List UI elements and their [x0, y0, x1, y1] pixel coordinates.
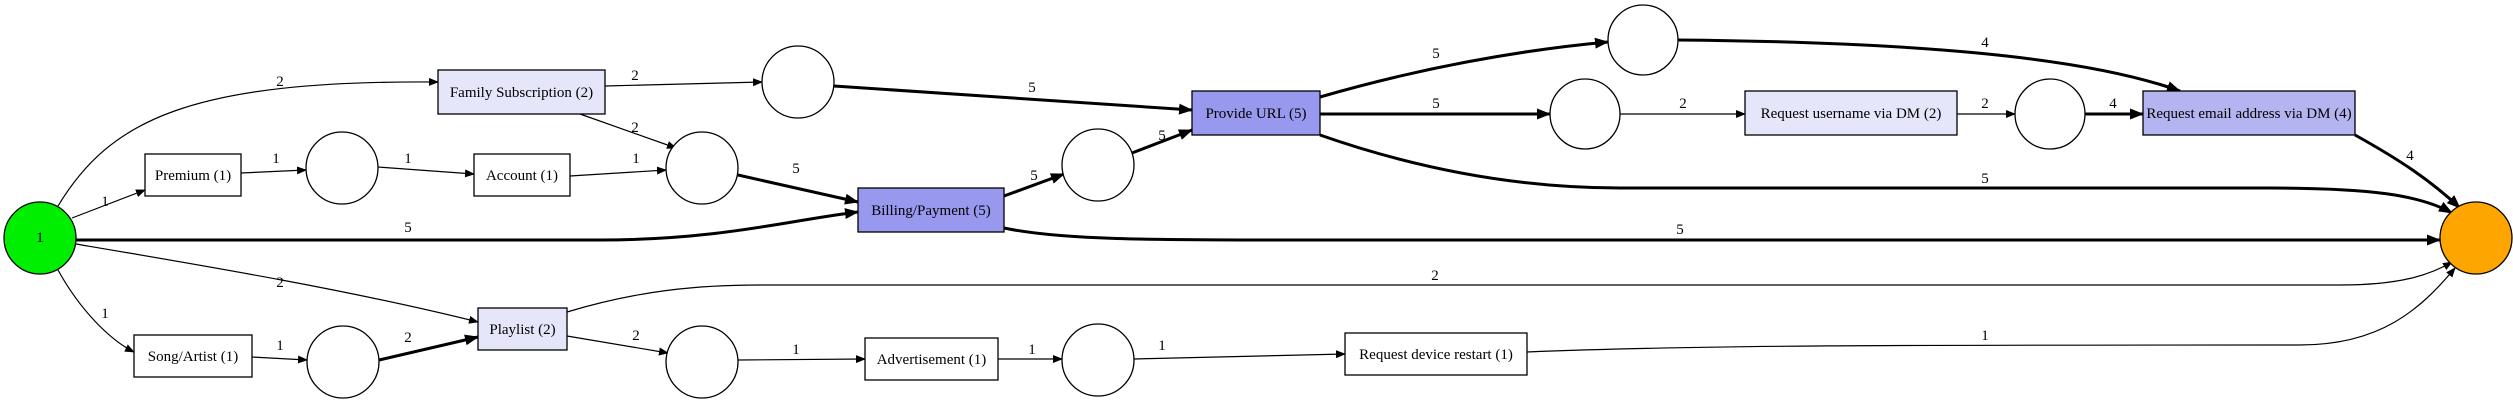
arc-label-p10-restart: 1	[1158, 338, 1166, 354]
arc-playlist-end	[566, 261, 2453, 313]
arc-start-premium	[71, 189, 146, 219]
place-start	[3, 201, 77, 275]
arc-label-family-p3: 2	[631, 120, 639, 136]
arc-provide-end	[1319, 133, 2453, 215]
arc-label-premium-p2: 1	[272, 151, 280, 167]
arc-label-p4-provide: 5	[1158, 128, 1166, 144]
place-p9	[665, 325, 739, 399]
arc-family-p1	[604, 78, 763, 87]
transition-label-restart: Request device restart (1)	[1359, 347, 1513, 363]
arc-p9-advert	[737, 355, 866, 364]
arc-p3-billing	[737, 173, 859, 205]
arc-label-provide-p5: 5	[1432, 46, 1440, 62]
arc-label-family-p1: 2	[631, 68, 639, 84]
place-p10	[1061, 323, 1135, 397]
transition-premium	[144, 153, 242, 197]
transition-label-playlist: Playlist (2)	[489, 322, 555, 338]
arc-reqemail-end	[2354, 133, 2462, 210]
place-p8	[306, 325, 380, 399]
arc-label-start-playlist: 2	[276, 275, 284, 291]
arc-label-p1-provide: 5	[1028, 80, 1036, 96]
arc-label-p5-reqemail: 4	[1981, 35, 1989, 51]
transition-playlist	[477, 307, 568, 351]
transition-requser	[1744, 90, 1958, 136]
arc-label-start-family: 2	[276, 74, 284, 90]
arc-start-family	[57, 77, 439, 207]
arc-label-provide-p6: 5	[1432, 96, 1440, 112]
arc-label-start-premium: 1	[101, 194, 109, 210]
arc-restart-end	[1526, 267, 2456, 353]
arc-label-account-p3: 1	[632, 151, 640, 167]
arc-billing-end	[1003, 226, 2441, 246]
transition-song	[133, 334, 253, 378]
arc-start-billing	[76, 208, 859, 242]
arc-playlist-p9	[566, 335, 669, 356]
transition-label-billing: Billing/Payment (5)	[871, 203, 991, 219]
arc-family-p3	[579, 113, 677, 149]
place-p2	[305, 131, 379, 205]
arc-label-requser-p7: 2	[1981, 96, 1989, 112]
arc-provide-p5	[1319, 37, 1609, 99]
arc-premium-p2	[240, 166, 307, 175]
place-end	[2439, 201, 2513, 275]
arc-billing-p4	[1003, 172, 1065, 198]
transition-label-advert: Advertisement (1)	[877, 352, 987, 368]
arc-p5-reqemail	[1677, 38, 2181, 93]
arc-p2-account	[377, 166, 475, 178]
arc-p10-restart	[1133, 350, 1346, 360]
arc-label-p6-requser: 2	[1679, 96, 1687, 112]
transition-billing	[857, 187, 1005, 233]
arc-label-start-billing: 5	[404, 220, 412, 236]
arc-label-p2-account: 1	[404, 151, 412, 167]
transition-label-family: Family Subscription (2)	[450, 85, 593, 101]
arc-account-p3	[569, 166, 667, 177]
transition-label-premium: Premium (1)	[155, 168, 231, 184]
place-p1	[761, 45, 835, 119]
transition-label-song: Song/Artist (1)	[148, 349, 238, 365]
arc-start-song	[57, 269, 135, 353]
place-p4	[1061, 128, 1135, 202]
arc-song-p8	[251, 355, 308, 364]
transition-restart	[1344, 332, 1528, 376]
arc-label-p8-playlist: 2	[404, 330, 412, 346]
transition-label-reqemail: Request email address via DM (4)	[2146, 106, 2351, 122]
arcs-layer: 2 1 5 2 1 2 2 5 1 1 1 5 5 5 5 5 5 5 4 2 2 4 4 1 2 2 2 1 1 1 1	[57, 35, 2462, 364]
arc-label-restart-end: 1	[1981, 328, 1989, 344]
place-p5	[1607, 4, 1679, 76]
transition-reqemail	[2142, 90, 2356, 136]
transition-family	[437, 69, 606, 115]
place-p6	[1549, 78, 1621, 150]
transition-label-account: Account (1)	[486, 168, 558, 184]
arc-label-billing-end: 5	[1676, 222, 1684, 238]
arc-label-p7-reqemail: 4	[2109, 96, 2117, 112]
arc-label-advert-p10: 1	[1028, 342, 1036, 358]
transition-account	[473, 153, 571, 197]
transition-label-requser: Request username via DM (2)	[1761, 106, 1942, 122]
start-place-label: 1	[36, 230, 44, 246]
arc-p8-playlist	[378, 334, 479, 362]
arc-label-p9-advert: 1	[792, 342, 800, 358]
arc-label-p3-billing: 5	[792, 161, 800, 177]
arc-label-billing-p4: 5	[1030, 168, 1038, 184]
transition-advert	[864, 337, 999, 381]
place-p7	[2014, 78, 2086, 150]
arc-p1-provide	[833, 84, 1193, 115]
arc-label-start-song: 1	[101, 306, 109, 322]
transition-label-provide: Provide URL (5)	[1205, 106, 1306, 122]
arc-label-song-p8: 1	[276, 338, 284, 354]
arc-start-playlist	[75, 243, 479, 324]
arc-label-playlist-end: 2	[1431, 268, 1439, 284]
arc-p4-provide	[1131, 128, 1193, 155]
place-p3	[665, 131, 739, 205]
arc-label-reqemail-end: 4	[2406, 148, 2414, 164]
arc-label-playlist-p9: 2	[632, 328, 640, 344]
transition-provide	[1191, 90, 1321, 136]
nodes-layer: 1 Family Subscription (2) Premium (1) Accou…	[3, 4, 2513, 399]
arc-label-provide-end: 5	[1981, 171, 1989, 187]
